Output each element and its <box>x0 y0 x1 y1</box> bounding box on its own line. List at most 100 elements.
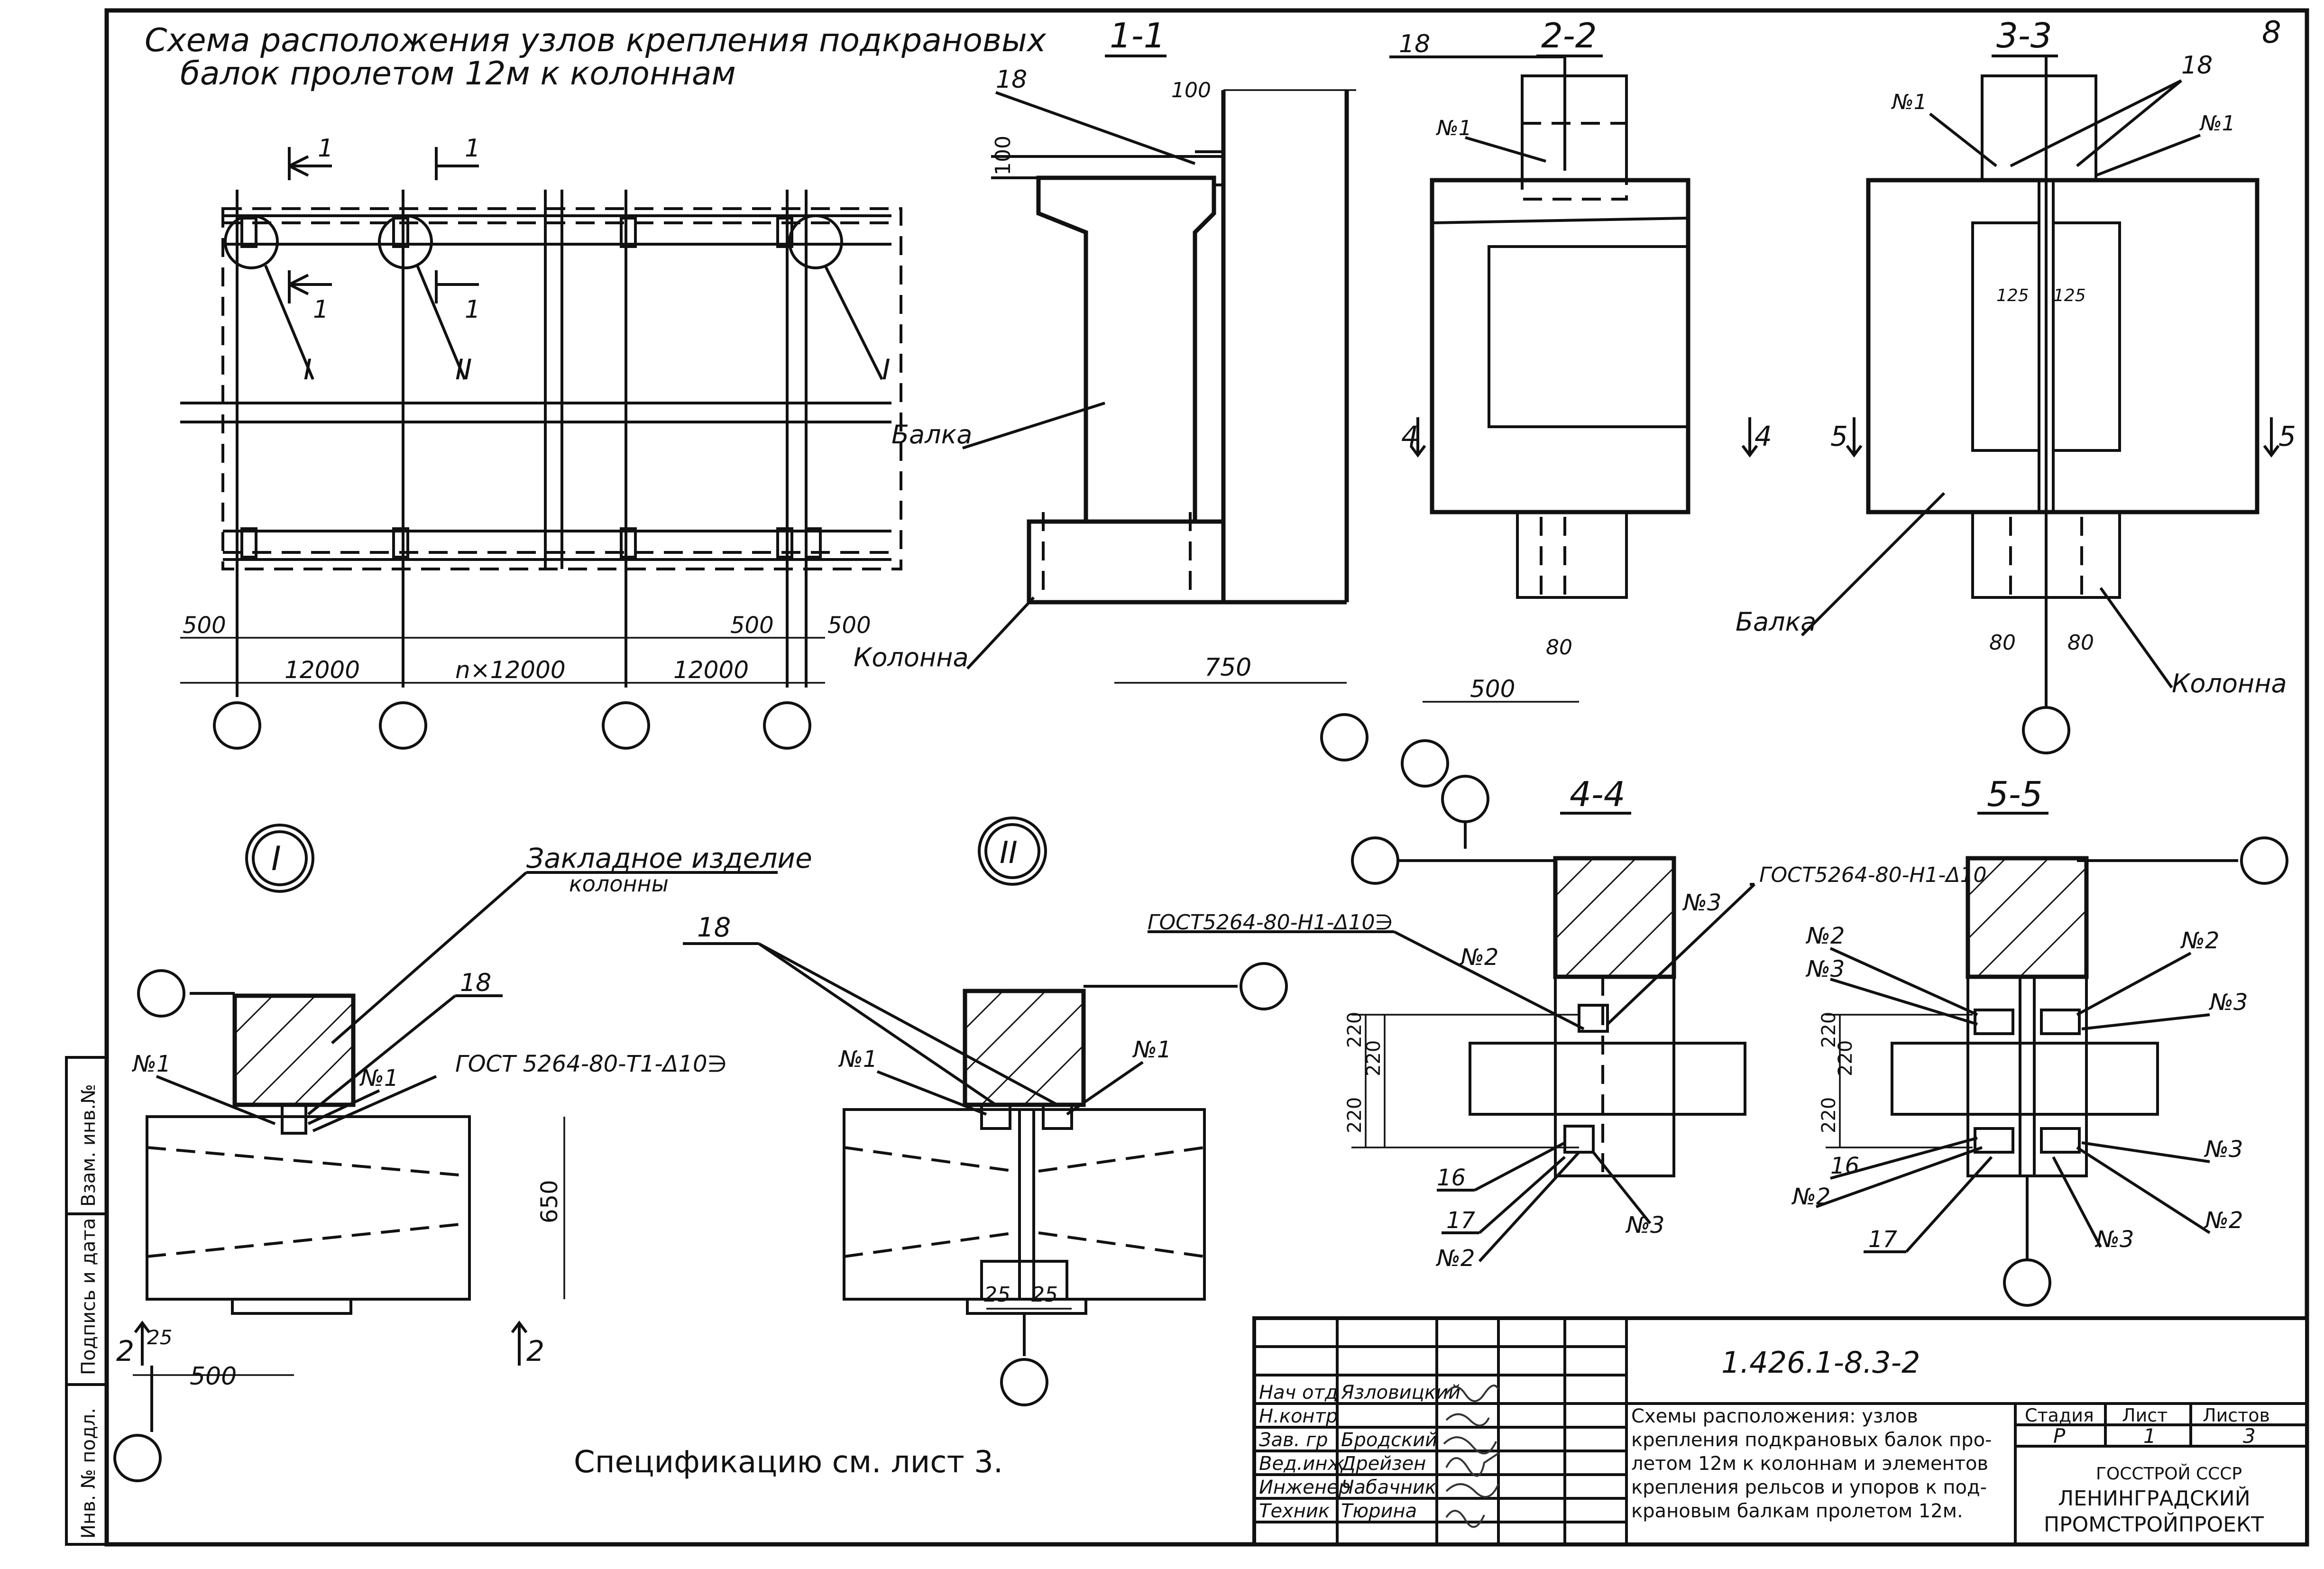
section-3-3-label-column: Колонна <box>2172 669 2287 698</box>
plan-node-I-left: I <box>303 353 312 386</box>
section-3-3-title: 3-3 <box>1996 16 2052 55</box>
plan-section-mark-1a: 1 <box>318 134 333 163</box>
tb-title-line-1: крепления подкрановых балок про- <box>1631 1429 1992 1451</box>
section-4-4-ref-n2-top: №2 <box>1459 944 1498 971</box>
stamp-replace-inv: Взам. инв.№ <box>78 1084 100 1207</box>
section-5-5-dim-220-c: 220 <box>1818 1097 1840 1133</box>
section-4-4-title: 4-4 <box>1570 774 1626 814</box>
node-I-marker-2-right: 2 <box>526 1335 544 1368</box>
node-II-dim-25b: 25 <box>1031 1283 1058 1307</box>
node-I-dim-500: 500 <box>190 1362 237 1391</box>
plan-section-mark-1c: 1 <box>465 134 480 163</box>
tb-sheet-header: Лист <box>2122 1405 2168 1426</box>
plan-layout: I II I 1 1 1 1 500 12000 n×12000 12000 5… <box>180 134 902 750</box>
node-I-label: I <box>271 839 281 878</box>
tb-role-4: Инженер <box>1259 1477 1350 1498</box>
section-5-5-ref-n3-br: №3 <box>2204 1136 2243 1163</box>
tb-stage: Р <box>2053 1424 2066 1448</box>
section-2-2-dim-80: 80 <box>1546 635 1572 660</box>
spec-note: Спецификацию см. лист 3. <box>574 1445 1003 1480</box>
section-3-3-dim-80-left: 80 <box>1989 631 2016 655</box>
section-3-3-marker-5-left: 5 <box>1830 420 1848 452</box>
section-1-1: 1-1 18 100 100 Балка Колонна 750 <box>854 16 1369 762</box>
section-1-1-label-beam: Балка <box>891 420 972 450</box>
section-2-2-dim-500: 500 <box>1470 675 1515 703</box>
sheet-number: 8 <box>2262 15 2281 50</box>
title-block: 1.426.1-8.3-2 Нач отд Н.контр Зав. гр Ве… <box>1252 1316 2309 1546</box>
node-I-ref-18: 18 <box>460 969 491 997</box>
section-5-5-dim-220-a: 220 <box>1818 1012 1840 1048</box>
plan-dim-12000-right: 12000 <box>673 656 749 684</box>
section-4-4-ref-n2-bottom: №2 <box>1435 1245 1475 1272</box>
section-4-4-ref-16: 16 <box>1437 1165 1466 1191</box>
tb-org-line3: ПРОМСТРОЙПРОЕКТ <box>2044 1512 2264 1537</box>
tb-role-1: Н.контр <box>1259 1405 1338 1427</box>
side-stamp: Инв. № подл. Подпись и дата Взам. инв.№ <box>65 1056 108 1546</box>
section-3-3: 3-3 18 №1 №1 125 125 5 5 Балка Колонна 8… <box>1736 16 2296 754</box>
node-I-marker-2-left: 2 <box>116 1335 134 1368</box>
tb-role-0: Нач отд <box>1259 1382 1338 1404</box>
section-3-3-dim-125-right: 125 <box>2053 286 2086 305</box>
node-II-dim-25a: 25 <box>984 1283 1010 1307</box>
section-3-3-dim-125-left: 125 <box>1996 286 2029 305</box>
node-I-embedded-line1: Закладное изделие <box>526 842 812 874</box>
section-5-5-title: 5-5 <box>1987 774 2043 814</box>
section-3-3-dim-80-right: 80 <box>2067 631 2094 655</box>
node-I-embedded-line2: колонны <box>569 871 669 897</box>
stamp-sign-date: Подпись и дата <box>78 1218 100 1375</box>
tb-name-3: Дрейзен <box>1340 1453 1426 1475</box>
section-3-3-ref-18: 18 <box>2181 51 2213 80</box>
section-1-1-title: 1-1 <box>1110 16 1166 55</box>
section-3-3-label-beam: Балка <box>1736 607 1816 637</box>
section-2-2-title: 2-2 <box>1541 16 1597 55</box>
tb-title-line-2: летом 12м к колоннам и элементов <box>1631 1453 1988 1475</box>
plan-dim-500-right-a: 500 <box>730 612 774 639</box>
plan-section-mark-1b: 1 <box>313 295 329 324</box>
section-1-1-ref-18: 18 <box>996 65 1027 94</box>
section-4-4-dim-220-c: 220 <box>1344 1097 1366 1133</box>
plan-dim-12000-left: 12000 <box>285 656 360 684</box>
section-1-1-dim-100-b: 100 <box>991 136 1015 175</box>
section-3-3-marker-5-right: 5 <box>2278 420 2296 452</box>
node-I-gost: ГОСТ 5264-80-Т1-Δ10∋ <box>455 1051 727 1077</box>
tb-sheet: 1 <box>2143 1424 2156 1448</box>
section-5-5-dim-220-b: 220 <box>1835 1040 1856 1076</box>
section-5-5: 5-5 №2 №3 №2 №3 220 220 220 16 <box>1791 774 2288 1307</box>
section-4-4-dim-220-a: 220 <box>1344 1012 1366 1048</box>
tb-name-2: Бродский <box>1341 1429 1437 1451</box>
tb-sheets-header: Листов <box>2203 1405 2270 1426</box>
node-I-ref-n1-left: №1 <box>131 1051 171 1077</box>
section-4-4-ref-n3-top: №3 <box>1682 890 1721 916</box>
tb-role-5: Техник <box>1259 1500 1330 1522</box>
tb-title-line-3: крепления рельсов и упоров к под- <box>1631 1477 1987 1498</box>
section-4-4-gost-right: ГОСТ5264-80-Н1-Δ10 <box>1759 863 1987 887</box>
plan-dim-500-left: 500 <box>183 612 226 639</box>
plan-section-mark-1d: 1 <box>465 295 480 324</box>
stamp-inv-no: Инв. № подл. <box>78 1408 100 1539</box>
section-5-5-ref-n2-tl: №2 <box>1805 923 1845 949</box>
tb-title-line-0: Схемы расположения: узлов <box>1631 1405 1918 1427</box>
section-1-1-label-column: Колонна <box>854 642 969 672</box>
node-I-dim-25: 25 <box>147 1326 172 1349</box>
section-3-3-ref-n1-left: №1 <box>1891 90 1927 114</box>
drawing-title-line2: балок пролетом 12м к колоннам <box>180 55 736 92</box>
tb-role-3: Вед.инж <box>1259 1453 1345 1475</box>
tb-org-line2: ЛЕНИНГРАДСКИЙ <box>2058 1486 2251 1511</box>
section-4-4-ref-17: 17 <box>1446 1207 1476 1234</box>
plan-dim-n12000: n×12000 <box>455 656 566 684</box>
section-5-5-ref-n2-bl: №2 <box>1791 1184 1830 1210</box>
sheet-frame <box>104 8 2309 1547</box>
section-5-5-ref-n3-tr: №3 <box>2208 989 2248 1016</box>
plan-dim-500-right-b: 500 <box>827 612 871 639</box>
node-II-ref-n1-left: №1 <box>838 1046 877 1073</box>
section-5-5-ref-n3-b: №3 <box>2094 1226 2134 1253</box>
section-5-5-ref-n3-tl: №3 <box>1805 956 1845 982</box>
tb-org-line1: ГОССТРОЙ СССР <box>2096 1464 2242 1484</box>
tb-role-2: Зав. гр <box>1259 1429 1328 1451</box>
drawing-title-line1: Схема расположения узлов крепления подкр… <box>145 22 1047 59</box>
node-I-ref-n1-right: №1 <box>359 1065 398 1092</box>
section-1-1-dim-100-a: 100 <box>1171 78 1211 102</box>
node-II-detail: II 18 №1 №1 25 25 <box>683 817 1288 1406</box>
tb-name-4: Чабачник <box>1341 1477 1436 1498</box>
signatures-image <box>1443 1385 1499 1528</box>
